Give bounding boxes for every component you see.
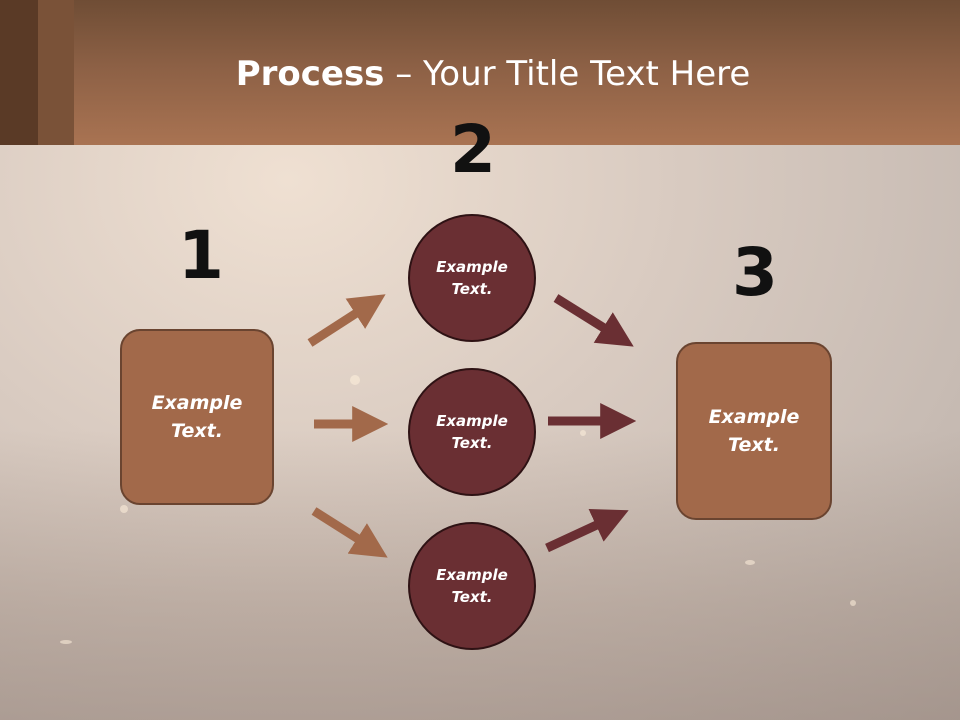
background-speck bbox=[580, 430, 586, 436]
source-box: Example Text. bbox=[120, 329, 274, 505]
header-band bbox=[0, 0, 960, 145]
circle-top: Example Text. bbox=[408, 214, 536, 342]
step-number-3: 3 bbox=[732, 234, 778, 311]
title-rest: – Your Title Text Here bbox=[384, 54, 751, 94]
arrow-from-top-circle bbox=[553, 294, 634, 347]
circle-bottom-label: Example Text. bbox=[436, 565, 508, 607]
background-speck bbox=[350, 375, 360, 385]
circle-top-label: Example Text. bbox=[436, 257, 508, 299]
target-box: Example Text. bbox=[676, 342, 832, 520]
slide-title: Process – Your Title Text Here bbox=[0, 54, 960, 94]
header-accent-strip bbox=[0, 0, 38, 145]
arrow-to-bottom-circle bbox=[311, 507, 388, 558]
background-speck bbox=[120, 505, 128, 513]
arrow-from-bottom-circle bbox=[545, 508, 629, 553]
background-speck bbox=[60, 640, 72, 644]
circle-middle: Example Text. bbox=[408, 368, 536, 496]
background-speck bbox=[745, 560, 755, 565]
arrow-to-top-circle bbox=[307, 294, 386, 347]
title-bold: Process bbox=[235, 54, 385, 94]
circle-middle-label: Example Text. bbox=[436, 411, 508, 453]
source-box-label: Example Text. bbox=[151, 391, 243, 443]
circle-bottom: Example Text. bbox=[408, 522, 536, 650]
background-speck bbox=[850, 600, 856, 606]
step-number-1: 1 bbox=[178, 217, 224, 294]
target-box-label: Example Text. bbox=[708, 405, 800, 457]
step-number-2: 2 bbox=[450, 111, 496, 188]
header-accent-strip bbox=[38, 0, 74, 145]
